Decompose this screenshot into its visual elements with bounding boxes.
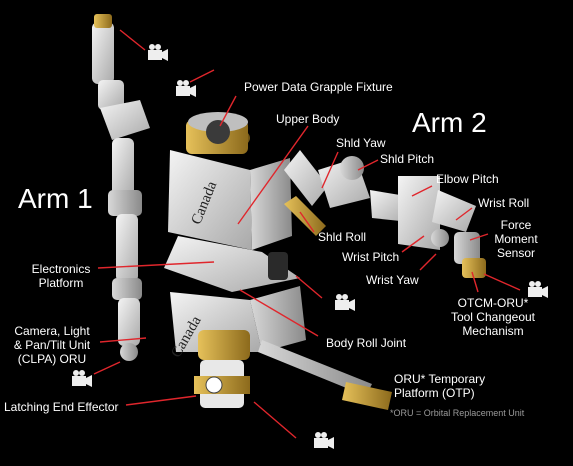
leader-line — [401, 235, 425, 253]
leader-line — [253, 401, 297, 439]
leader-line — [189, 69, 215, 83]
leader-line — [469, 233, 489, 241]
shld-yaw-label: Shld Yaw — [336, 136, 386, 150]
arm-2-structure — [284, 150, 486, 278]
leader-line — [321, 151, 339, 189]
upper-body-label: Upper Body — [276, 112, 340, 126]
wrist-pitch-label: Wrist Pitch — [342, 250, 400, 264]
otcm-oru-label: OTCM-ORU* Tool Changeout Mechanism — [450, 296, 536, 338]
camera-icon — [72, 370, 92, 387]
body-roll-joint-label: Body Roll Joint — [326, 336, 407, 350]
oru-footnote: *ORU = Orbital Replacement Unit — [390, 408, 525, 418]
latching-end-effector-label: Latching End Effector — [4, 400, 119, 414]
electronics-platform-label: Electronics Platform — [31, 262, 91, 290]
otp-label: ORU* Temporary Platform (OTP) — [394, 372, 486, 400]
leader-line — [483, 273, 521, 291]
camera-icon — [148, 44, 168, 61]
camera-icon — [335, 294, 355, 311]
leader-line — [219, 95, 237, 127]
wrist-yaw-label: Wrist Yaw — [366, 273, 419, 287]
wrist-roll-label: Wrist Roll — [478, 196, 530, 210]
leader-line — [93, 361, 121, 375]
leader-line — [357, 159, 379, 171]
camera-icon — [314, 432, 334, 449]
leader-line — [471, 271, 479, 293]
leader-line — [411, 185, 433, 197]
lower-body-structure — [170, 286, 392, 410]
leader-line — [239, 289, 319, 337]
arm-1-label: Arm 1 — [18, 183, 93, 214]
leader-line — [125, 395, 197, 406]
shld-roll-label: Shld Roll — [318, 230, 367, 244]
upper-body-structure — [164, 112, 300, 292]
leader-line — [237, 125, 309, 225]
arm-2-label: Arm 2 — [412, 107, 487, 138]
camera-icon — [528, 281, 548, 298]
elbow-pitch-label: Elbow Pitch — [436, 172, 499, 186]
power-data-grapple-fixture-label: Power Data Grapple Fixture — [244, 80, 393, 94]
leader-line — [97, 261, 215, 269]
leader-line — [419, 253, 437, 271]
leader-line — [299, 211, 315, 233]
force-moment-sensor-label: Force Moment Sensor — [494, 218, 538, 260]
camera-icon — [176, 80, 196, 97]
leader-line — [99, 337, 147, 343]
leader-line — [295, 275, 323, 299]
shld-pitch-label: Shld Pitch — [380, 152, 435, 166]
leader-line — [119, 29, 146, 51]
leader-line — [455, 207, 473, 221]
clpa-oru-label: Camera, Light & Pan/Tilt Unit (CLPA) ORU — [13, 324, 91, 366]
arm-1-structure — [92, 14, 150, 361]
